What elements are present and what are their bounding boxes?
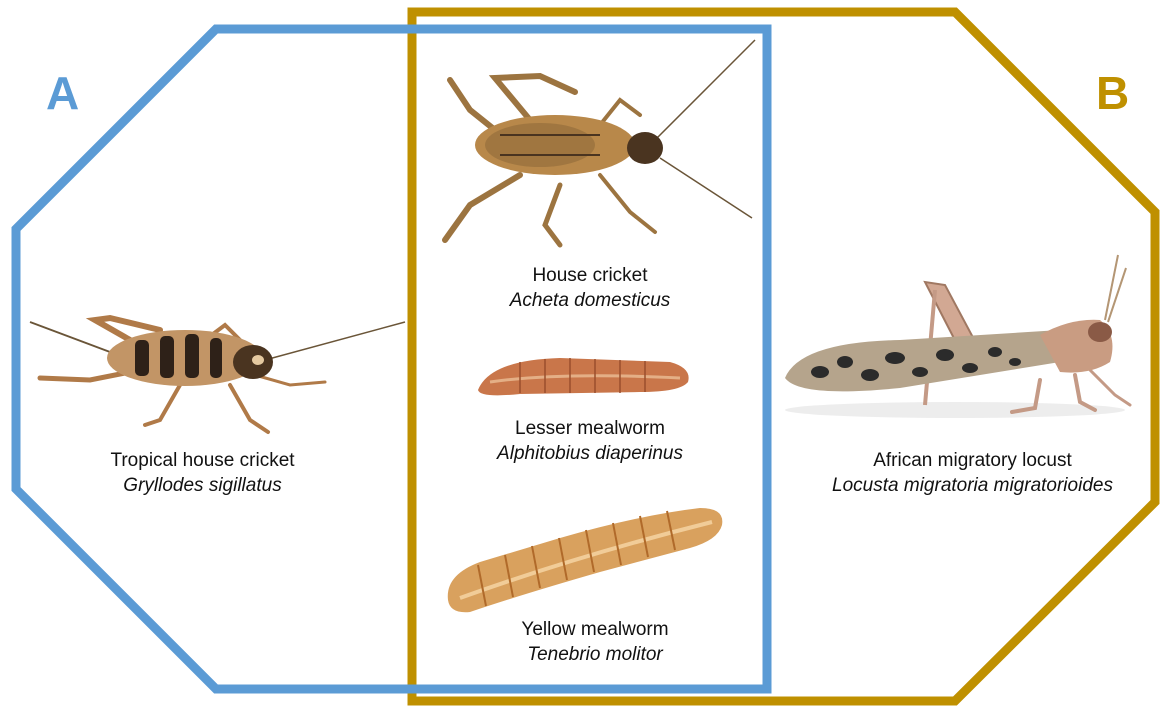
species-scientific-name: Tenebrio molitor [455,642,735,667]
house-cricket-image [445,40,755,245]
lesser-mealworm-image [478,358,689,395]
group-a-label: A [46,70,79,116]
species-scientific-name: Gryllodes sigillatus [70,473,335,498]
yellow-mealworm-caption: Yellow mealworm Tenebrio molitor [455,617,735,667]
species-scientific-name: Alphitobius diaperinus [440,441,740,466]
species-common-name: Tropical house cricket [70,448,335,473]
locust-caption: African migratory locust Locusta migrato… [790,448,1155,498]
species-common-name: Yellow mealworm [455,617,735,642]
house-cricket-caption: House cricket Acheta domesticus [450,263,730,313]
tropical-house-cricket-caption: Tropical house cricket Gryllodes sigilla… [70,448,335,498]
species-common-name: House cricket [450,263,730,288]
species-common-name: African migratory locust [790,448,1155,473]
lesser-mealworm-caption: Lesser mealworm Alphitobius diaperinus [440,416,740,466]
tropical-house-cricket-image [30,318,405,432]
group-b-label: B [1096,70,1129,116]
yellow-mealworm-image [448,508,723,612]
species-scientific-name: Acheta domesticus [450,288,730,313]
species-common-name: Lesser mealworm [440,416,740,441]
species-scientific-name: Locusta migratoria migratorioides [790,473,1155,498]
african-migratory-locust-image [785,255,1130,418]
